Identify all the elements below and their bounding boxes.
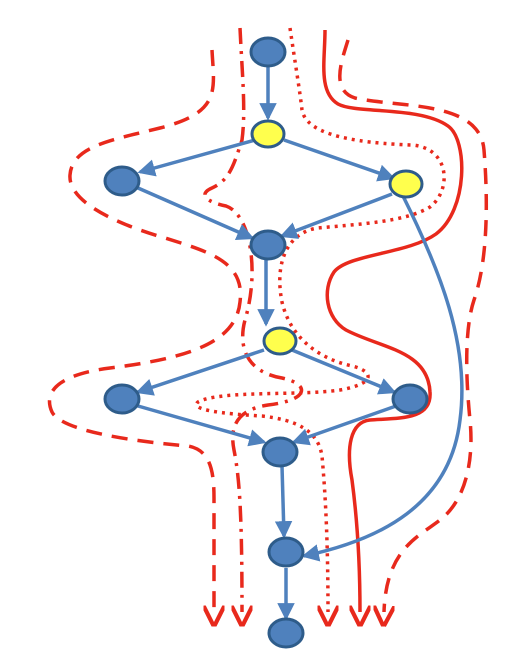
edge-n7-n9 — [137, 404, 267, 447]
node-n11 — [267, 617, 305, 649]
edge-n6-n7 — [135, 348, 265, 396]
edge-n8-n9 — [291, 404, 397, 446]
edge-n6-n8 — [291, 348, 397, 395]
cut-curve-dashed-left — [47, 49, 243, 612]
edge-n4-n5 — [279, 192, 393, 239]
node-n4 — [388, 169, 424, 199]
node-n2 — [250, 119, 286, 149]
node-n5 — [249, 229, 287, 261]
edge-n3-n5 — [137, 186, 255, 241]
node-n1 — [249, 36, 287, 68]
node-n8 — [391, 383, 429, 415]
node-n7 — [103, 383, 141, 415]
cut-curve-dash-dot — [203, 27, 304, 612]
node-n10 — [267, 536, 305, 568]
edge-n4-n10-curved — [301, 193, 464, 562]
cut-curve-dotted — [194, 27, 446, 612]
cut-curves — [47, 27, 489, 612]
graph-nodes — [103, 36, 429, 649]
node-n6 — [262, 326, 298, 356]
graph-edges — [135, 66, 464, 621]
node-n3 — [103, 165, 141, 197]
edge-n2-n3 — [137, 138, 256, 177]
edge-n2-n4 — [283, 138, 396, 182]
edge-n9-n10 — [274, 465, 293, 539]
node-n9 — [261, 436, 299, 468]
cut-curve-dashed-right — [338, 39, 489, 612]
cut-curve-solid — [322, 29, 464, 612]
